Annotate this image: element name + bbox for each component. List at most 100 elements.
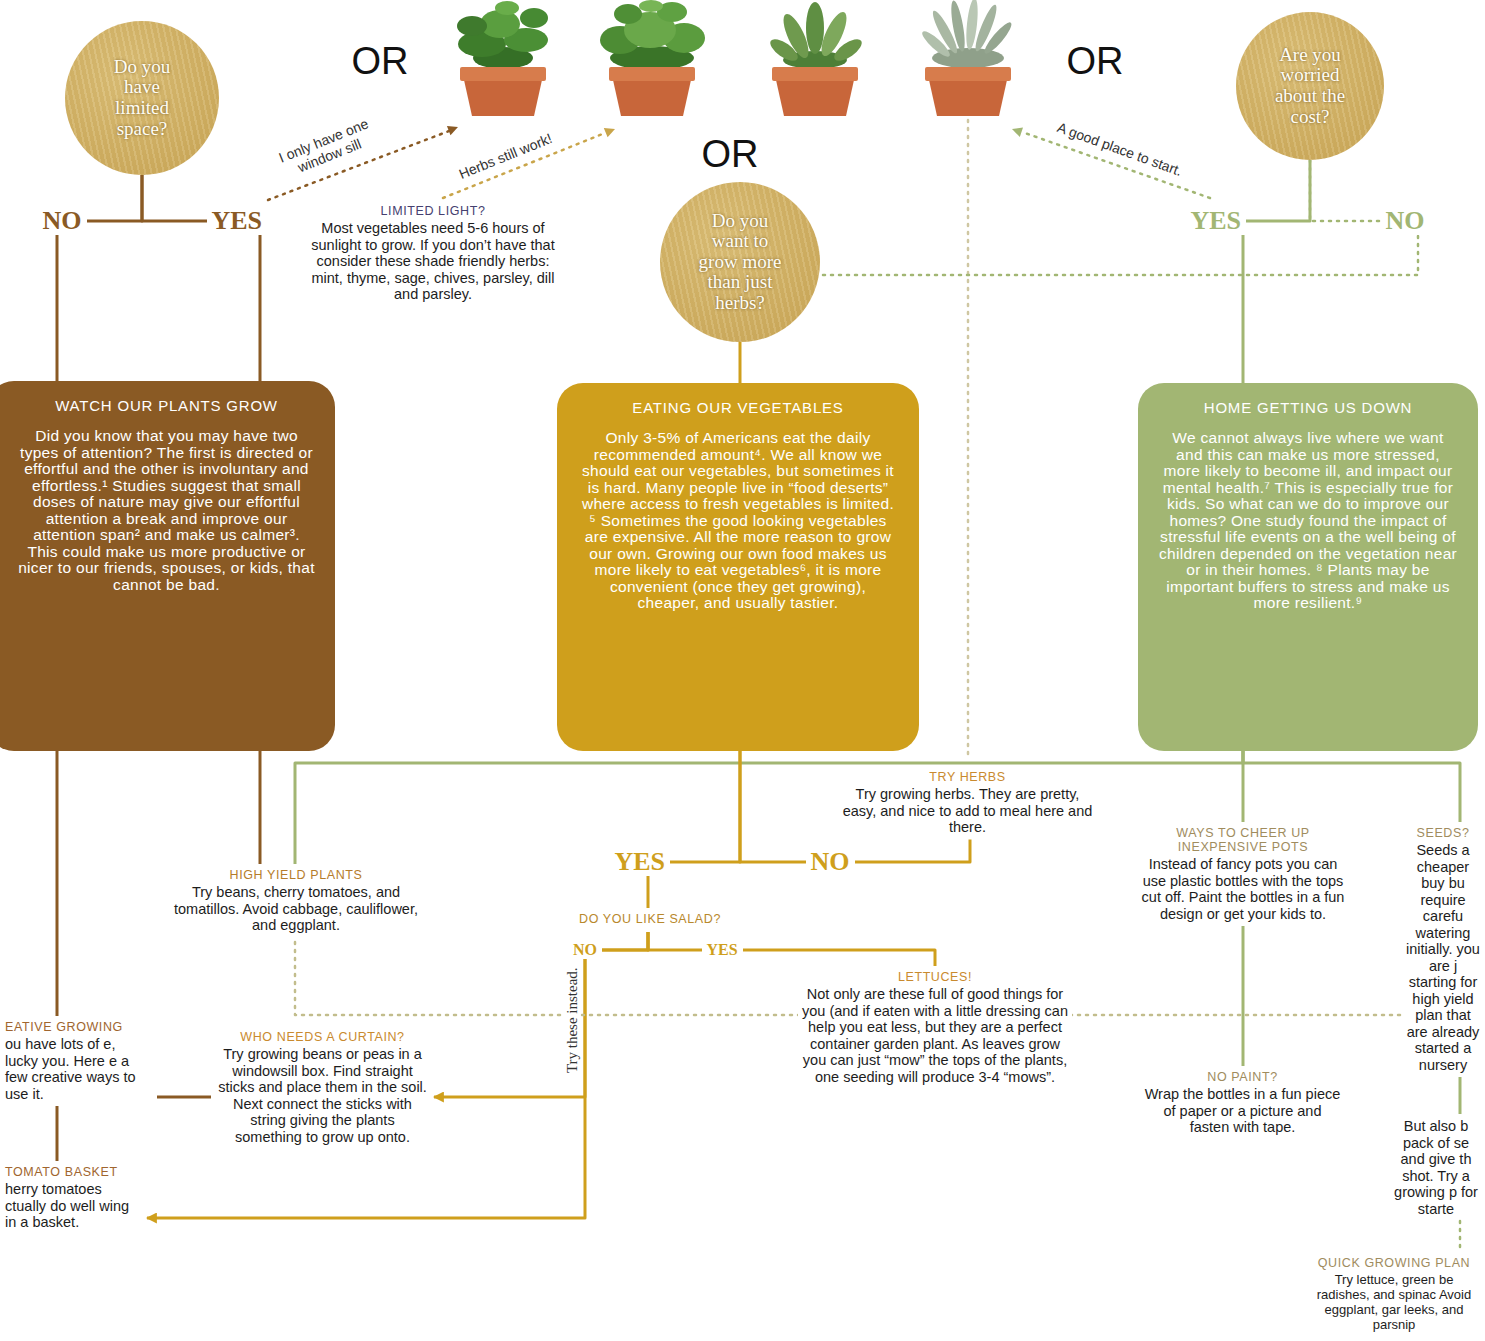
text-note: But also b pack of se and give th shot. … — [1390, 1118, 1482, 1217]
edge-label: YES — [207, 207, 268, 236]
leader-label: I only have one window sill — [262, 110, 390, 187]
body-text: Only 3-5% of Americans eat the daily rec… — [577, 430, 899, 612]
decision-circle: Are you worried about the cost? — [1236, 12, 1384, 160]
decision-circle: Do you want to grow more than just herbs… — [660, 182, 820, 342]
connector — [56, 751, 59, 1016]
connector — [1459, 1077, 1462, 1114]
plant-1 — [457, 1, 548, 69]
body-text: Not only are these full of good things f… — [800, 986, 1070, 1085]
leader-arrowhead — [1012, 128, 1023, 137]
question-text: Are you worried about the cost? — [1263, 45, 1358, 127]
or-label: OR — [1067, 40, 1124, 84]
text-note: QUICK GROWING PLAN Try lettuce, green be … — [1308, 1256, 1480, 1332]
leader-lines — [268, 120, 1210, 760]
body-text: Try lettuce, green be radishes, and spin… — [1310, 1272, 1478, 1332]
info-panel: WATCH OUR PLANTS GROW Did you know that y… — [0, 381, 335, 751]
connector — [820, 160, 1418, 275]
leaf — [806, 2, 824, 54]
connector — [1459, 1221, 1462, 1252]
edge-label: YES — [702, 941, 743, 959]
body-text: Try growing beans or peas in a windowsil… — [217, 1046, 428, 1145]
circle-text: Do you want to grow more than just herbs… — [692, 211, 788, 314]
leaf — [457, 16, 487, 36]
body-text: Instead of fancy pots you can use plasti… — [1140, 856, 1346, 922]
leaf — [639, 0, 663, 12]
leaf — [981, 19, 1014, 56]
leaf — [949, 0, 968, 52]
dotted-leader — [967, 120, 970, 760]
body-text: Try beans, cherry tomatoes, and tomatill… — [165, 884, 427, 934]
heading-text: SEEDS? — [1406, 826, 1480, 840]
leaf — [831, 35, 865, 65]
plant-3 — [767, 2, 865, 69]
leader-arrowhead — [447, 126, 458, 135]
body-text: Wrap the bottles in a fun piece of paper… — [1142, 1086, 1343, 1136]
body-text: We cannot always live where we want and … — [1158, 430, 1458, 612]
decision-circle: Do you have limited space? — [65, 21, 219, 175]
heading-text: WATCH OUR PLANTS GROW — [18, 397, 315, 414]
info-panel: HOME GETTING US DOWN We cannot always liv… — [1138, 383, 1478, 751]
leaf — [495, 1, 519, 15]
text-note: SEEDS? Seeds a cheaper buy bu require car… — [1404, 826, 1482, 1073]
text-note: DO YOU LIKE SALAD? — [560, 912, 740, 928]
edge-label: Try these instead. — [564, 964, 581, 1076]
heading-text: LIMITED LIGHT? — [300, 204, 566, 218]
heading-text: EATING OUR VEGETABLES — [577, 399, 899, 416]
pot-rim — [772, 67, 858, 81]
body-text: Did you know that you may have two types… — [18, 428, 315, 593]
info-panel: EATING OUR VEGETABLES Only 3-5% of Americ… — [557, 383, 919, 751]
pot — [613, 80, 691, 116]
heading-text: WAYS TO CHEER UP INEXPENSIVE POTS — [1140, 826, 1346, 854]
connector — [259, 751, 262, 864]
text-note: TOMATO BASKETherry tomatoes ctually do w… — [3, 1165, 143, 1231]
text-note: TRY HERBSTry growing herbs. They are pre… — [835, 770, 1100, 836]
leaf — [614, 4, 642, 24]
text-note: LIMITED LIGHT?Most vegetables need 5-6 h… — [298, 204, 568, 303]
question-text: Do you want to grow more than just herbs… — [692, 211, 788, 314]
connector — [147, 932, 648, 1218]
connector — [295, 751, 1243, 864]
connector — [1243, 160, 1310, 383]
text-note: WAYS TO CHEER UP INEXPENSIVE POTSInstead… — [1138, 826, 1348, 922]
edge-label: YES — [610, 848, 671, 877]
or-label: OR — [702, 133, 759, 177]
edge-label: NO — [806, 848, 855, 877]
leader-arrowhead — [604, 128, 615, 137]
heading-text: LETTUCES! — [800, 970, 1070, 984]
leaf — [520, 8, 548, 28]
text-note: HIGH YIELD PLANTS Try beans, cherry tomat… — [163, 868, 429, 934]
heading-text: DO YOU LIKE SALAD? — [562, 912, 738, 926]
pot — [929, 80, 1007, 116]
circle-text: Are you worried about the cost? — [1263, 45, 1358, 127]
pots — [460, 67, 1011, 116]
text-note: WHO NEEDS A CURTAIN? Try growing beans or… — [215, 1030, 430, 1145]
text-note: LETTUCES! Not only are these full of good… — [798, 970, 1072, 1085]
or-label: OR — [352, 40, 409, 84]
edge-label: NO — [568, 941, 602, 959]
pot-rim — [609, 67, 695, 81]
heading-text: EATIVE GROWING — [5, 1020, 151, 1034]
heading-text: NO PAINT? — [1142, 1070, 1343, 1084]
connector — [56, 1106, 59, 1161]
connector — [157, 1096, 211, 1099]
pot — [776, 80, 854, 116]
text-note: EATIVE GROWING ou have lots of e, lucky y… — [3, 1020, 153, 1102]
connector — [648, 932, 935, 966]
leader-label: A good place to start. — [1055, 119, 1184, 179]
text-note: NO PAINT? Wrap the bottles in a fun piece… — [1140, 1070, 1345, 1136]
heading-text: HOME GETTING US DOWN — [1158, 399, 1458, 416]
heading-text: QUICK GROWING PLAN — [1310, 1256, 1478, 1270]
plant-4 — [919, 0, 1014, 68]
pot — [464, 80, 542, 116]
connector — [1243, 751, 1460, 822]
leaf — [919, 28, 952, 60]
connector — [1242, 926, 1245, 1066]
leaf — [767, 35, 801, 65]
pot-rim — [925, 67, 1011, 81]
body-text: ou have lots of e, lucky you. Here e a f… — [5, 1036, 151, 1102]
body-text: Seeds a cheaper buy bu require carefu wa… — [1406, 842, 1480, 1073]
heading-text: WHO NEEDS A CURTAIN? — [217, 1030, 428, 1044]
plant-2 — [600, 0, 705, 70]
heading-text: HIGH YIELD PLANTS — [165, 868, 427, 882]
body-text: herry tomatoes ctually do well wing in a… — [5, 1181, 141, 1231]
